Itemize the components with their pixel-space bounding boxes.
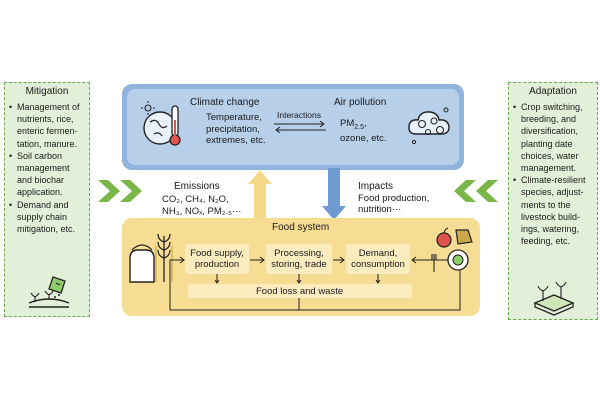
mitigation-item: Soil carbon management and biochar appli… <box>9 150 87 199</box>
polluted-cloud-icon <box>408 107 450 145</box>
air-pollution-details: PM2.5, ozone, etc. <box>340 118 386 145</box>
adaptation-item: Crop switching, breeding, and diversific… <box>513 101 595 174</box>
climate-change-details: Temperature, precipitation, extremes, et… <box>206 112 266 146</box>
food-system-title: Food system <box>272 222 330 233</box>
impacts-line1: Food production, <box>358 193 430 204</box>
food-plate-icon <box>431 227 473 272</box>
mitigation-panel: Mitigation Management of nutrients, rice… <box>4 82 90 317</box>
food-flow-arrows <box>169 256 461 311</box>
impacts-title: Impacts <box>358 181 394 192</box>
emissions-line1: CO₂, CH₄, N₂O, <box>162 194 229 205</box>
adaptation-chevrons <box>454 180 498 202</box>
mitigation-item: Management of nutrients, rice, enteric f… <box>9 101 87 150</box>
mitigation-chevrons <box>98 180 142 202</box>
emissions-arrow-up <box>248 170 272 222</box>
pm-subscript: 2.5 <box>354 123 364 131</box>
pm-label: PM <box>340 118 355 129</box>
climate-air-inner <box>127 89 459 165</box>
impacts-arrow-down <box>322 168 346 220</box>
air-pollution-title: Air pollution <box>334 97 387 108</box>
impacts-line2: nutrition··· <box>358 204 402 215</box>
stage-demand: Demand, consumption <box>346 244 410 274</box>
adaptation-item: Climate-resilient species, adjust-ments … <box>513 174 595 247</box>
greenhouse-field-icon <box>533 281 575 316</box>
stage-processing: Processing, storing, trade <box>266 244 332 274</box>
food-loss-bar <box>188 284 412 298</box>
adaptation-list: Crop switching, breeding, and diversific… <box>513 101 595 247</box>
emissions-title: Emissions <box>174 181 220 192</box>
adaptation-panel: Adaptation Crop switching, breeding, and… <box>508 82 598 320</box>
mitigation-item: Demand and supply chain mitigation, etc. <box>9 199 87 236</box>
mitigation-list: Management of nutrients, rice, enteric f… <box>9 101 87 235</box>
interactions-arrows <box>274 121 326 133</box>
fertilizer-bag-icon <box>28 276 70 308</box>
pm-comma: , <box>363 118 367 129</box>
wheat-grain-icon <box>129 233 173 283</box>
adaptation-title: Adaptation <box>529 86 577 97</box>
mitigation-title: Mitigation <box>25 86 69 97</box>
climate-change-title: Climate change <box>190 97 260 108</box>
air-pollution-rest: ozone, etc. <box>340 133 387 145</box>
emissions-line2: NH₃, NOₓ, PM₂.₅··· <box>162 206 242 217</box>
food-loss-label: Food loss and waste <box>256 286 344 297</box>
interactions-label: Interactions <box>277 110 321 120</box>
globe-thermometer-icon <box>141 101 181 146</box>
stage-food-supply: Food supply, production <box>185 244 249 274</box>
